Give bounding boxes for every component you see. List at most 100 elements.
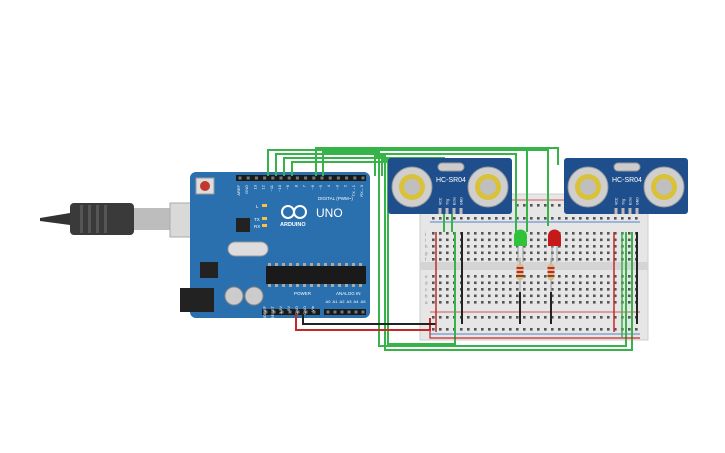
breadboard-hole[interactable]	[530, 232, 533, 235]
breadboard-hole[interactable]	[467, 281, 470, 285]
breadboard-hole[interactable]	[586, 245, 589, 248]
breadboard-hole[interactable]	[600, 251, 603, 255]
breadboard-hole[interactable]	[530, 301, 533, 304]
breadboard-hole[interactable]	[474, 281, 477, 285]
breadboard-hole[interactable]	[474, 238, 477, 242]
breadboard-hole[interactable]	[537, 316, 540, 319]
breadboard-hole[interactable]	[565, 245, 568, 248]
breadboard-hole[interactable]	[635, 328, 638, 331]
breadboard-hole[interactable]	[558, 294, 561, 298]
breadboard-hole[interactable]	[544, 294, 547, 298]
breadboard-hole[interactable]	[628, 294, 631, 298]
breadboard-hole[interactable]	[586, 275, 589, 278]
breadboard-hole[interactable]	[551, 328, 554, 331]
breadboard-hole[interactable]	[607, 238, 610, 242]
breadboard-hole[interactable]	[565, 294, 568, 298]
breadboard-hole[interactable]	[565, 281, 568, 285]
breadboard-hole[interactable]	[628, 217, 631, 220]
breadboard-hole[interactable]	[467, 258, 470, 261]
breadboard-hole[interactable]	[502, 316, 505, 319]
breadboard-hole[interactable]	[446, 232, 449, 235]
breadboard-hole[interactable]	[607, 294, 610, 298]
breadboard-hole[interactable]	[593, 275, 596, 278]
breadboard-hole[interactable]	[488, 238, 491, 242]
breadboard-hole[interactable]	[530, 204, 533, 207]
breadboard-hole[interactable]	[467, 251, 470, 255]
breadboard-hole[interactable]	[572, 316, 575, 319]
breadboard-hole[interactable]	[516, 301, 519, 304]
breadboard-hole[interactable]	[523, 217, 526, 220]
breadboard-hole[interactable]	[579, 232, 582, 235]
breadboard-hole[interactable]	[467, 275, 470, 278]
breadboard-hole[interactable]	[509, 275, 512, 278]
breadboard-hole[interactable]	[600, 245, 603, 248]
breadboard-hole[interactable]	[565, 301, 568, 304]
header-pin[interactable]	[361, 176, 365, 180]
breadboard-hole[interactable]	[467, 238, 470, 242]
breadboard-hole[interactable]	[614, 288, 617, 291]
breadboard-hole[interactable]	[530, 281, 533, 285]
breadboard-hole[interactable]	[537, 251, 540, 255]
breadboard-hole[interactable]	[607, 217, 610, 220]
breadboard-hole[interactable]	[628, 275, 631, 278]
breadboard-hole[interactable]	[523, 251, 526, 255]
header-pin[interactable]	[304, 310, 308, 314]
breadboard-hole[interactable]	[565, 238, 568, 242]
header-pin[interactable]	[320, 176, 324, 180]
breadboard-hole[interactable]	[481, 251, 484, 255]
breadboard-hole[interactable]	[439, 288, 442, 291]
breadboard-hole[interactable]	[586, 258, 589, 261]
header-pin[interactable]	[287, 176, 291, 180]
breadboard-hole[interactable]	[586, 294, 589, 298]
breadboard-hole[interactable]	[488, 217, 491, 220]
breadboard-hole[interactable]	[509, 294, 512, 298]
sensor-pin[interactable]	[628, 208, 632, 214]
breadboard-hole[interactable]	[586, 281, 589, 285]
breadboard-hole[interactable]	[607, 328, 610, 331]
breadboard-hole[interactable]	[481, 288, 484, 291]
header-pin[interactable]	[336, 176, 340, 180]
breadboard-hole[interactable]	[474, 288, 477, 291]
breadboard-hole[interactable]	[572, 258, 575, 261]
breadboard-hole[interactable]	[432, 232, 435, 235]
breadboard-hole[interactable]	[516, 245, 519, 248]
breadboard-hole[interactable]	[530, 275, 533, 278]
breadboard-hole[interactable]	[446, 245, 449, 248]
breadboard-hole[interactable]	[495, 328, 498, 331]
breadboard-hole[interactable]	[446, 316, 449, 319]
breadboard-hole[interactable]	[600, 301, 603, 304]
breadboard-hole[interactable]	[537, 281, 540, 285]
breadboard-hole[interactable]	[481, 245, 484, 248]
sensor-pin[interactable]	[635, 208, 639, 214]
breadboard-hole[interactable]	[530, 245, 533, 248]
breadboard-hole[interactable]	[537, 294, 540, 298]
breadboard-hole[interactable]	[614, 301, 617, 304]
breadboard-hole[interactable]	[516, 294, 519, 298]
header-pin[interactable]	[254, 176, 258, 180]
breadboard-hole[interactable]	[439, 328, 442, 331]
breadboard-hole[interactable]	[446, 275, 449, 278]
breadboard-hole[interactable]	[551, 288, 554, 291]
breadboard-hole[interactable]	[607, 281, 610, 285]
breadboard-hole[interactable]	[614, 238, 617, 242]
breadboard-hole[interactable]	[628, 288, 631, 291]
breadboard-hole[interactable]	[614, 251, 617, 255]
breadboard-hole[interactable]	[586, 232, 589, 235]
breadboard-hole[interactable]	[488, 251, 491, 255]
breadboard-hole[interactable]	[495, 275, 498, 278]
breadboard-hole[interactable]	[572, 328, 575, 331]
breadboard-hole[interactable]	[544, 328, 547, 331]
header-pin[interactable]	[361, 310, 365, 314]
breadboard-hole[interactable]	[495, 232, 498, 235]
breadboard-hole[interactable]	[509, 281, 512, 285]
breadboard-hole[interactable]	[509, 232, 512, 235]
breadboard-hole[interactable]	[558, 258, 561, 261]
breadboard-hole[interactable]	[439, 245, 442, 248]
breadboard-hole[interactable]	[530, 251, 533, 255]
breadboard-hole[interactable]	[502, 288, 505, 291]
breadboard-hole[interactable]	[439, 316, 442, 319]
breadboard-hole[interactable]	[551, 204, 554, 207]
breadboard-hole[interactable]	[565, 328, 568, 331]
breadboard-hole[interactable]	[488, 316, 491, 319]
breadboard-hole[interactable]	[628, 301, 631, 304]
